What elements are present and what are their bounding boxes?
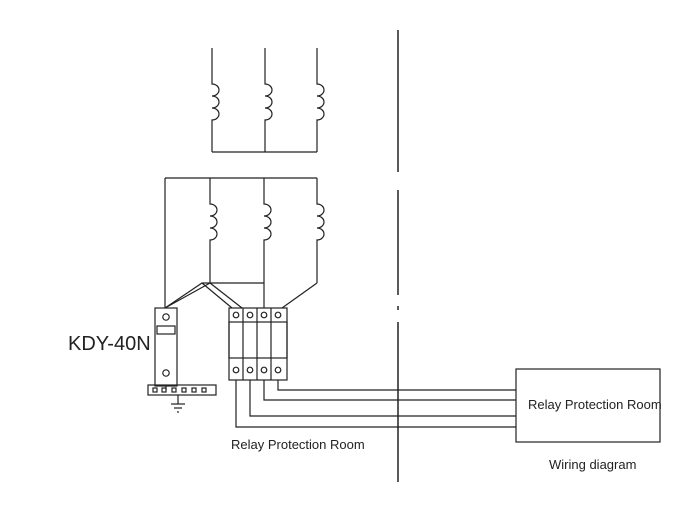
ground-bar (147, 384, 217, 396)
device-connections (164, 178, 318, 309)
winding-3-to-module-wire (281, 282, 318, 309)
device-switch (156, 325, 176, 335)
four-pole-protection-module (228, 307, 288, 381)
relay-room-label-bottom: Relay Protection Room (231, 437, 365, 452)
wiring-diagram-caption: Wiring diagram (549, 457, 637, 472)
ground-terminal-bar (147, 384, 217, 413)
module-bottom-terminal-4 (274, 366, 282, 374)
output-wire-2 (249, 380, 516, 417)
device-top-terminal (162, 313, 170, 321)
kdy-40n-device (154, 307, 178, 390)
upper-winding-1 (211, 48, 220, 152)
output-wire-4 (277, 380, 516, 391)
lower-winding-2 (263, 178, 272, 283)
module-top-terminal-4 (274, 311, 282, 319)
device-model-label: KDY-40N (68, 333, 151, 355)
module-outline (228, 307, 288, 381)
module-top-terminal-2 (246, 311, 254, 319)
lower-transformer-windings (165, 177, 325, 283)
upper-winding-2 (264, 48, 273, 152)
winding-1-to-module-wire (209, 282, 243, 309)
lower-winding-1 (209, 178, 218, 283)
winding-1-to-breaker-wire (164, 282, 211, 309)
crossover-wire (201, 282, 233, 309)
lower-winding-3 (316, 178, 325, 283)
upper-transformer-windings (211, 48, 325, 153)
output-wire-1 (235, 380, 516, 428)
relay-protection-room-box (515, 368, 661, 443)
module-top-terminal-1 (232, 311, 240, 319)
module-bottom-terminal-2 (246, 366, 254, 374)
module-top-terminal-3 (260, 311, 268, 319)
relay-room-box-label: Relay Protection Room (528, 397, 662, 412)
output-wire-3 (263, 380, 516, 401)
upper-winding-3 (316, 48, 325, 152)
device-bottom-terminal (162, 369, 170, 377)
module-bottom-terminal-1 (232, 366, 240, 374)
module-bottom-terminal-3 (260, 366, 268, 374)
output-wires (235, 380, 516, 428)
